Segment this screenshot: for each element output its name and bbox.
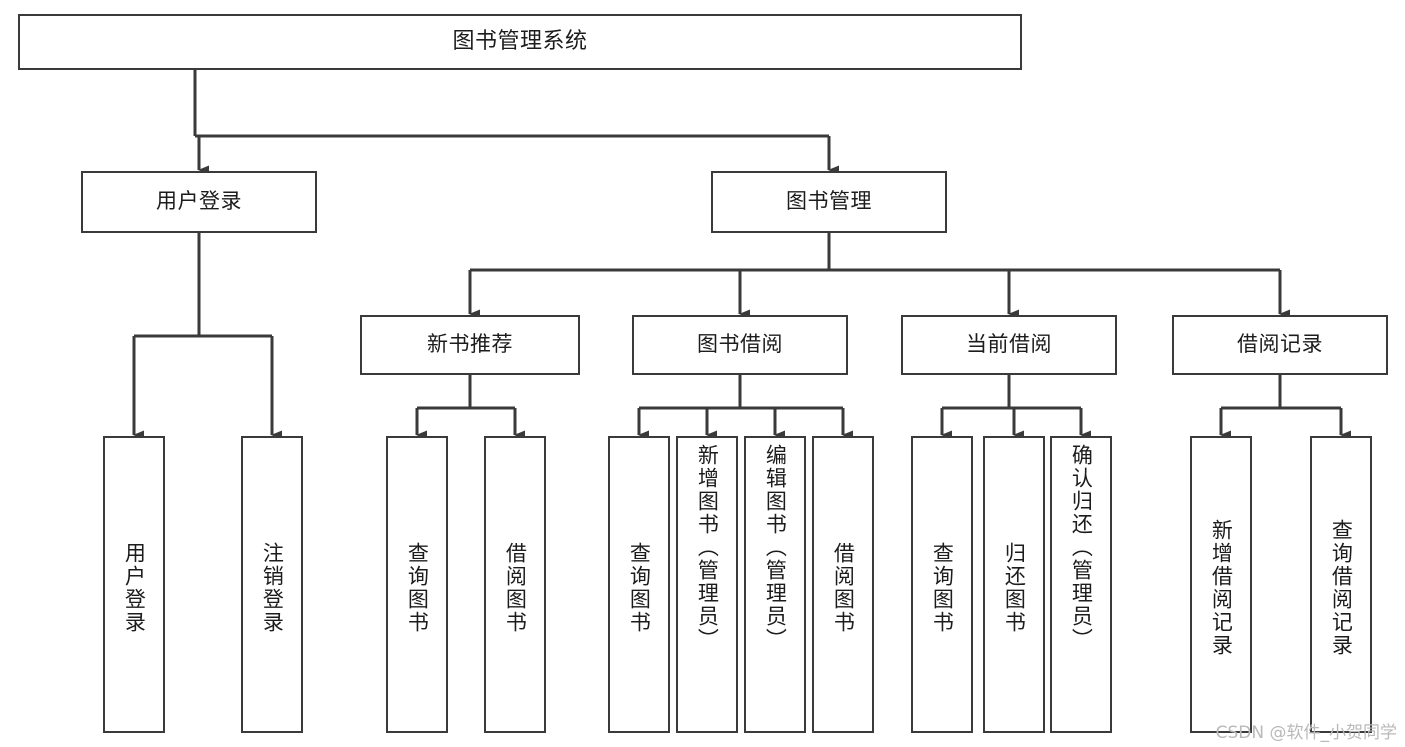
node-borrow-record[interactable]: 借阅记录: [1172, 315, 1388, 375]
node-new-book-rec[interactable]: 新书推荐: [360, 315, 580, 375]
node-label-leaf-rec-query-record: 查询借阅记录: [1329, 518, 1354, 657]
node-leaf-bor-add-book[interactable]: 新增图书（管理员）: [676, 436, 738, 733]
node-book-borrow[interactable]: 图书借阅: [632, 315, 848, 375]
node-label-user-login: 用户登录: [156, 189, 242, 214]
node-label-leaf-logout: 注销登录: [260, 541, 285, 634]
node-label-borrow-record: 借阅记录: [1237, 332, 1323, 357]
node-label-current-borrow: 当前借阅: [966, 332, 1052, 357]
node-label-leaf-user-login: 用户登录: [122, 541, 147, 634]
node-leaf-bor-query-book[interactable]: 查询图书: [608, 436, 670, 733]
node-root[interactable]: 图书管理系统: [18, 14, 1022, 70]
node-current-borrow[interactable]: 当前借阅: [901, 315, 1117, 375]
node-label-root: 图书管理系统: [452, 28, 588, 54]
node-label-leaf-cur-return-book: 归还图书: [1002, 541, 1027, 634]
node-leaf-logout[interactable]: 注销登录: [241, 436, 303, 733]
node-leaf-bor-borrow-book[interactable]: 借阅图书: [812, 436, 874, 733]
node-label-leaf-bor-edit-book: 编辑图书（管理员）: [763, 444, 788, 651]
node-leaf-rec-add-record[interactable]: 新增借阅记录: [1190, 436, 1252, 733]
node-label-leaf-bor-borrow-book: 借阅图书: [831, 541, 856, 634]
node-leaf-cur-query-book[interactable]: 查询图书: [911, 436, 973, 733]
node-leaf-rec-query-record[interactable]: 查询借阅记录: [1310, 436, 1372, 733]
watermark-text: CSDN @软件_小贺同学: [1215, 723, 1397, 743]
node-book-manage[interactable]: 图书管理: [711, 171, 947, 233]
node-leaf-bor-edit-book[interactable]: 编辑图书（管理员）: [744, 436, 806, 733]
node-label-leaf-rec-add-record: 新增借阅记录: [1209, 518, 1234, 657]
node-label-new-book-rec: 新书推荐: [427, 332, 513, 357]
node-label-leaf-cur-confirm-return: 确认归还（管理员）: [1069, 444, 1094, 651]
node-label-leaf-cur-query-book: 查询图书: [930, 541, 955, 634]
node-user-login[interactable]: 用户登录: [81, 171, 317, 233]
node-label-book-manage: 图书管理: [786, 189, 872, 214]
node-leaf-user-login[interactable]: 用户登录: [103, 436, 165, 733]
node-label-leaf-bor-query-book: 查询图书: [627, 541, 652, 634]
node-label-leaf-bor-add-book: 新增图书（管理员）: [695, 444, 720, 651]
node-label-leaf-rec-query-book: 查询图书: [405, 541, 430, 634]
node-leaf-cur-return-book[interactable]: 归还图书: [983, 436, 1045, 733]
node-leaf-cur-confirm-return[interactable]: 确认归还（管理员）: [1050, 436, 1112, 733]
node-leaf-rec-query-book[interactable]: 查询图书: [386, 436, 448, 733]
node-leaf-rec-borrow-book[interactable]: 借阅图书: [484, 436, 546, 733]
node-label-leaf-rec-borrow-book: 借阅图书: [503, 541, 528, 634]
connector-layer: [132, 70, 1351, 440]
node-label-book-borrow: 图书借阅: [697, 332, 783, 357]
